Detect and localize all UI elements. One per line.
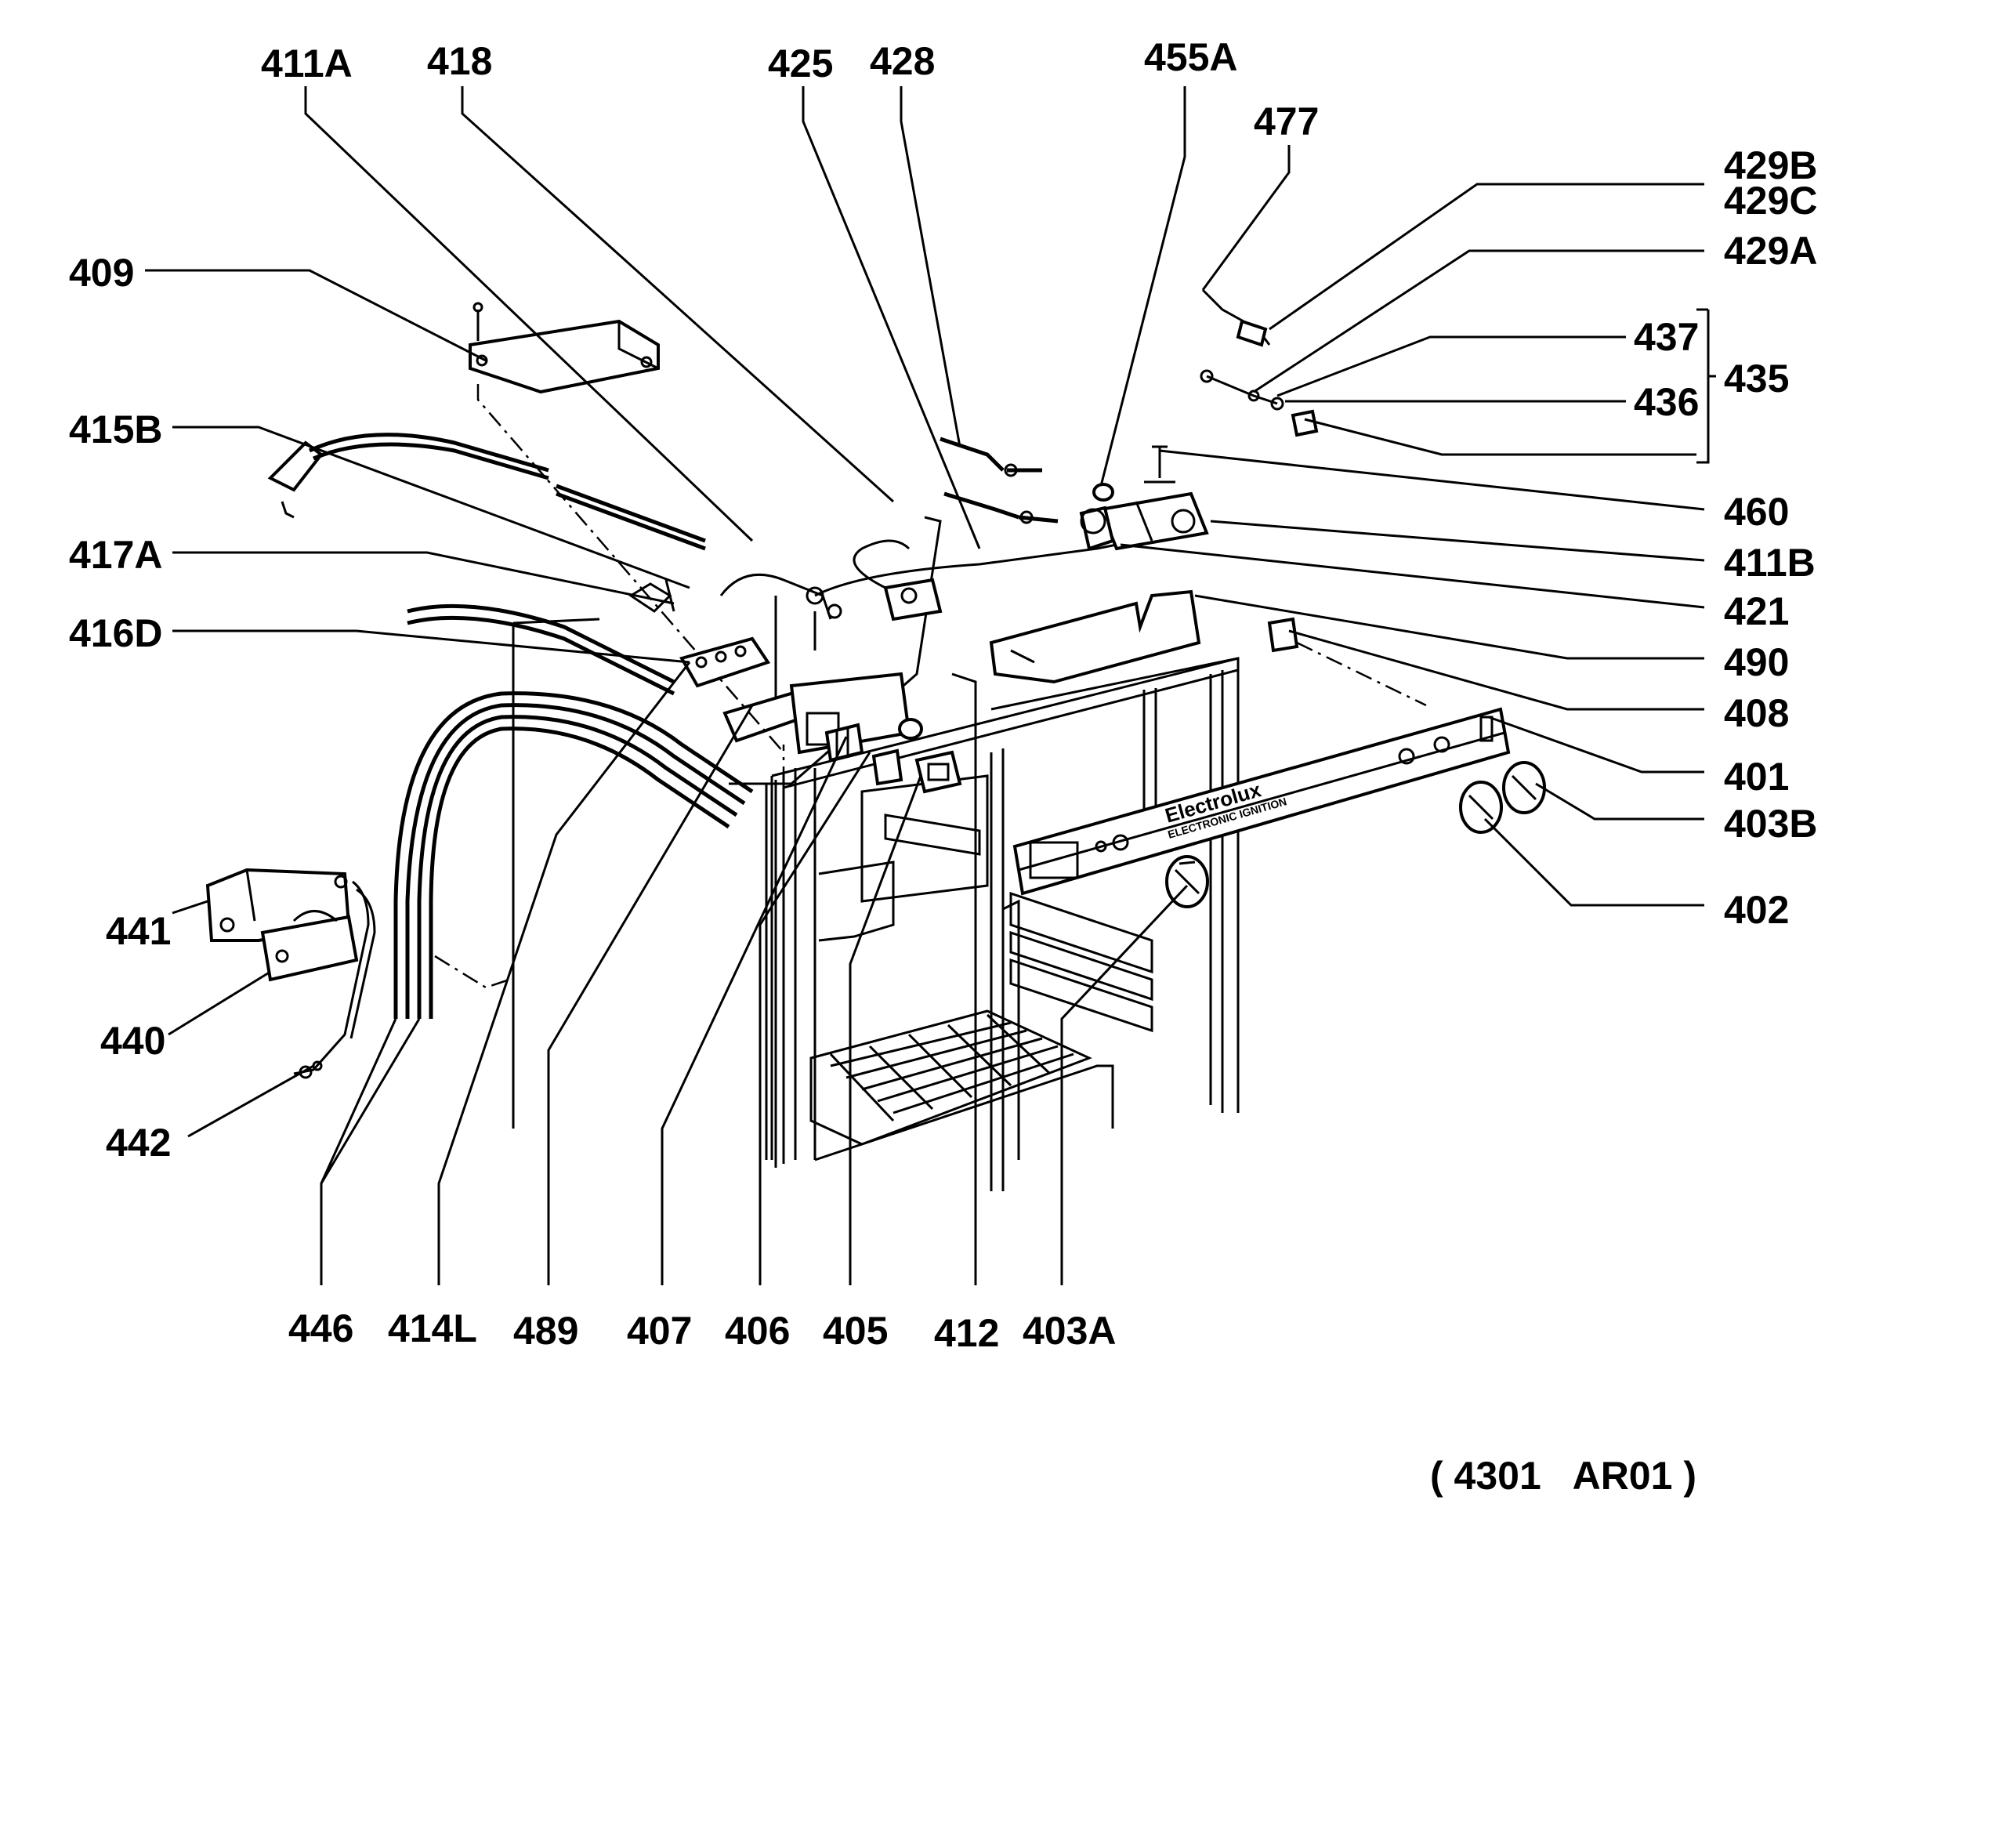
screw-460-icon xyxy=(1144,445,1175,484)
label-415B: 415B xyxy=(69,408,163,451)
cover-409-icon xyxy=(469,302,660,394)
thermostat-icon xyxy=(814,531,1176,621)
label-489: 489 xyxy=(513,1309,578,1353)
power-cord-415B xyxy=(267,433,706,551)
thermocouple-477-icon xyxy=(1201,288,1271,347)
spark-generator-440-icon xyxy=(260,910,359,982)
label-429C: 429C xyxy=(1724,179,1818,223)
label-402: 402 xyxy=(1724,888,1789,932)
clamp-417A-icon xyxy=(628,579,675,613)
control-panel-401: Electrolux ELECTRONIC IGNITION xyxy=(1012,707,1511,896)
label-403B: 403B xyxy=(1724,802,1818,846)
label-477: 477 xyxy=(1254,100,1319,143)
label-446: 446 xyxy=(288,1306,353,1350)
gasket-407-icon xyxy=(898,718,923,740)
switch-module-412-icon xyxy=(914,750,962,794)
top-mounting-plate xyxy=(722,516,942,785)
label-429A: 429A xyxy=(1724,229,1818,273)
label-441: 441 xyxy=(106,909,171,953)
label-440: 440 xyxy=(100,1019,165,1063)
label-455A: 455A xyxy=(1144,35,1238,79)
wire-harness-icon xyxy=(719,573,842,698)
label-435: 435 xyxy=(1724,357,1789,400)
label-401: 401 xyxy=(1724,755,1789,799)
label-408: 408 xyxy=(1724,691,1789,735)
part-labels: 411A 418 425 428 455A 477 429B 429C 429A… xyxy=(69,35,1818,1498)
label-421: 421 xyxy=(1724,589,1789,633)
label-407: 407 xyxy=(627,1309,692,1353)
label-436: 436 xyxy=(1634,380,1699,424)
gas-valve-421-icon xyxy=(1079,491,1209,551)
gasket-455A-icon xyxy=(1092,483,1114,502)
label-412: 412 xyxy=(934,1311,999,1355)
terminal-block-416D-icon xyxy=(679,636,771,688)
label-406: 406 xyxy=(725,1309,790,1353)
tube-414L xyxy=(393,603,754,1019)
electrode-435-icon xyxy=(1200,369,1319,437)
knob-402-icon xyxy=(1459,781,1503,834)
drawing-reference: ( 4301 AR01 ) xyxy=(1430,1454,1696,1498)
label-411B: 411B xyxy=(1724,541,1816,585)
label-418: 418 xyxy=(427,39,492,83)
knob-403B-icon xyxy=(1502,761,1546,814)
label-417A: 417A xyxy=(69,533,163,577)
switch-408-icon xyxy=(1267,617,1299,653)
label-414L: 414L xyxy=(388,1306,477,1350)
label-428: 428 xyxy=(870,39,935,83)
label-460: 460 xyxy=(1724,490,1789,534)
leader-lines xyxy=(145,86,1716,1285)
label-405: 405 xyxy=(823,1309,888,1353)
cabinet-frame xyxy=(512,618,1240,1191)
knob-403A-icon xyxy=(1165,855,1209,908)
label-416D: 416D xyxy=(69,611,163,655)
label-437: 437 xyxy=(1634,315,1699,359)
switch-405-icon xyxy=(871,748,903,786)
label-429B: 429B xyxy=(1724,143,1818,187)
bracket-490-icon xyxy=(989,589,1201,684)
label-490: 490 xyxy=(1724,640,1789,684)
label-409: 409 xyxy=(69,251,134,295)
label-411A: 411A xyxy=(261,42,353,85)
label-442: 442 xyxy=(106,1121,171,1165)
label-403A: 403A xyxy=(1023,1309,1117,1353)
label-425: 425 xyxy=(768,42,833,85)
gas-tube-425-428 xyxy=(940,437,1059,524)
